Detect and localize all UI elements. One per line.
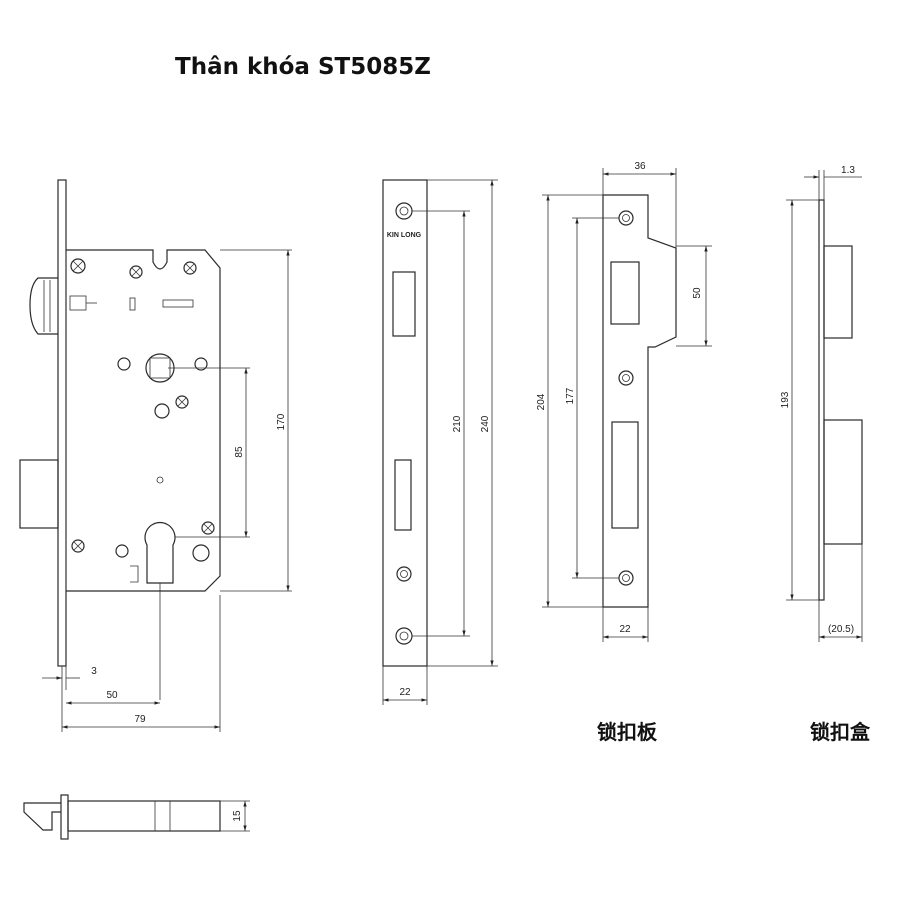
- dim-15: 15: [232, 810, 243, 822]
- dim-79: 79: [134, 714, 146, 725]
- strike-box-view: 1.3 193 (20.5): [780, 165, 863, 642]
- lock-case-outline: [66, 249, 221, 592]
- strike-plate-label: 锁扣板: [597, 720, 657, 744]
- cylinder-cutout: [144, 521, 176, 584]
- screw-icon: [129, 265, 143, 279]
- dim-20-5: (20.5): [828, 624, 854, 635]
- brand-mark: KIN LONG: [387, 232, 422, 239]
- lock-body-bottom-view: 15: [23, 794, 250, 840]
- strike-plate-outline: [602, 194, 677, 608]
- latch-guide: [69, 295, 87, 311]
- screw-icon: [183, 261, 197, 275]
- strike-deadbolt-opening: [611, 421, 639, 529]
- dim-85: 85: [234, 446, 245, 458]
- dim-1-3: 1.3: [841, 165, 855, 176]
- dim-204: 204: [536, 393, 547, 410]
- faceplate-front-view: KIN LONG 210 240 22: [382, 179, 498, 705]
- dim-177: 177: [565, 387, 576, 404]
- strike-latch-opening: [610, 261, 640, 325]
- screw-icon: [71, 539, 85, 553]
- dim-240: 240: [480, 415, 491, 432]
- dim-36: 36: [634, 161, 646, 172]
- dim-50: 50: [106, 690, 118, 701]
- dead-bolt: [19, 459, 59, 529]
- strike-box-plate: [818, 199, 825, 601]
- screw-icon: [70, 258, 86, 274]
- strike-box-latch-pocket: [823, 245, 853, 339]
- dim-170: 170: [276, 413, 287, 430]
- strike-box-deadbolt-pocket: [823, 419, 863, 545]
- dim-3: 3: [91, 666, 97, 677]
- dim-50-strike: 50: [692, 287, 703, 299]
- latch-opening: [392, 271, 416, 337]
- strike-box-label: 锁扣盒: [810, 720, 870, 744]
- dim-193: 193: [780, 391, 791, 408]
- lock-body-front-view: 85 170 3 50 79: [19, 179, 292, 732]
- dim-22-strike: 22: [619, 624, 631, 635]
- dim-22-faceplate: 22: [399, 687, 411, 698]
- deadbolt-opening: [394, 459, 412, 531]
- strike-plate-view: 36 50 204 177 22: [536, 161, 712, 642]
- latch-bolt: [29, 277, 58, 335]
- page-title: Thân khóa ST5085Z: [175, 54, 431, 80]
- faceplate-outline: [382, 179, 428, 667]
- lock-faceplate: [57, 179, 67, 667]
- screw-icon: [201, 521, 215, 535]
- dim-210: 210: [452, 415, 463, 432]
- screw-icon: [175, 395, 189, 409]
